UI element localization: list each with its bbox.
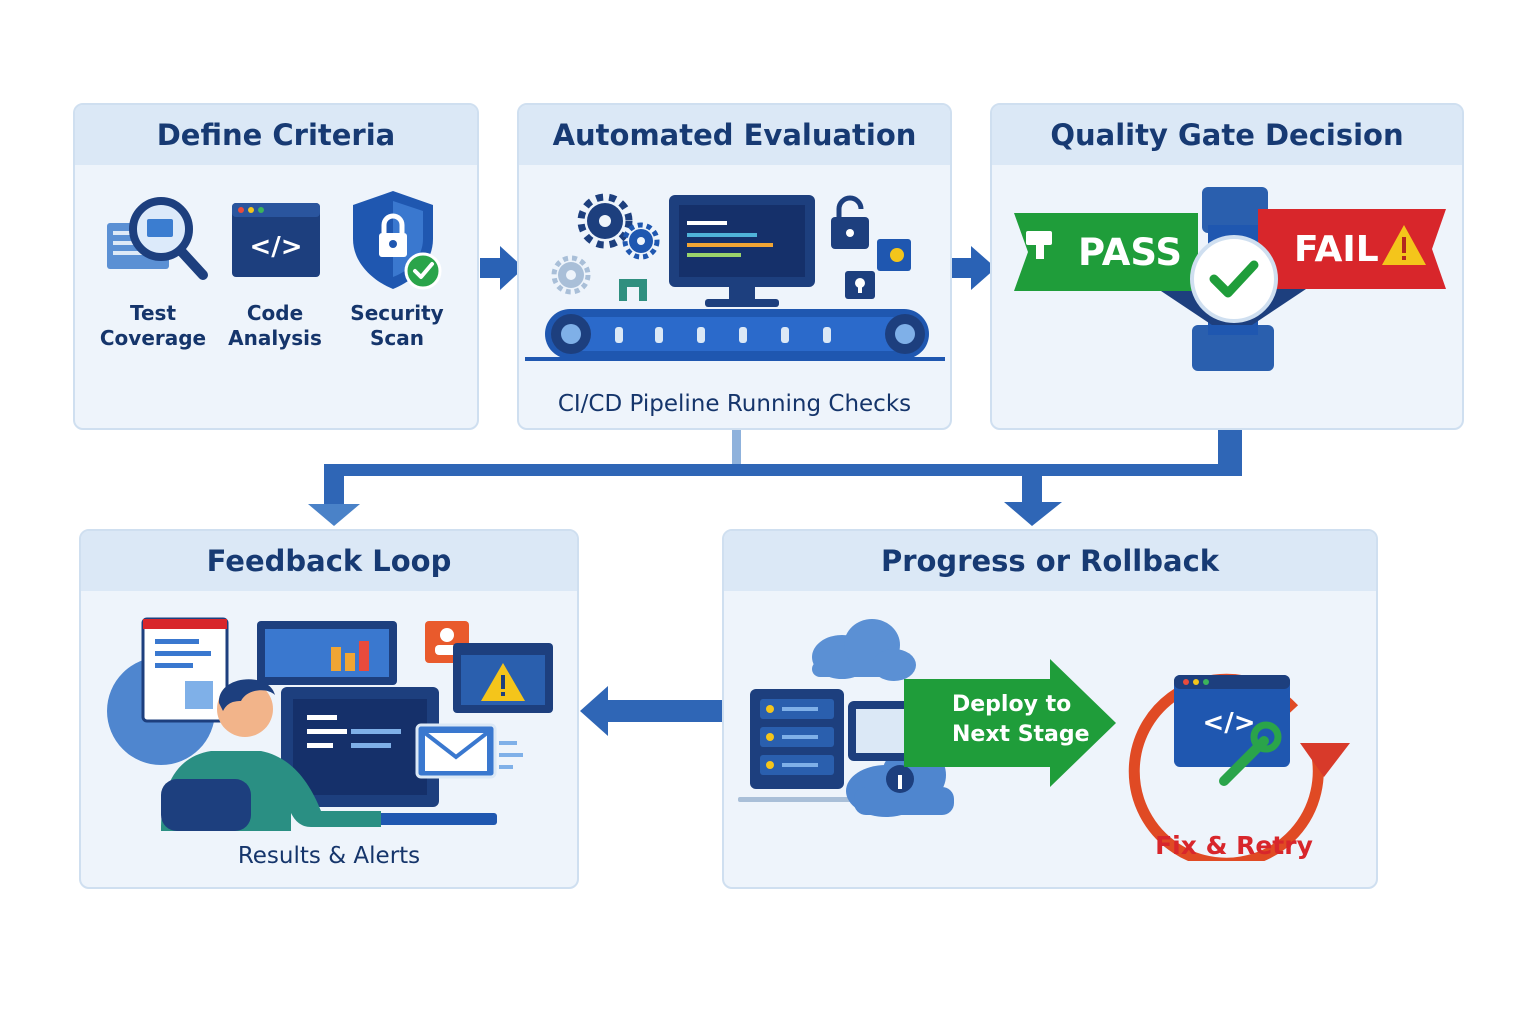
gate-illustration: PASS FAIL	[1014, 187, 1446, 371]
feedback-loop-title: Feedback Loop	[81, 531, 577, 591]
code-window-icon: </>	[232, 203, 320, 277]
connector-horizontal-bus	[324, 464, 1242, 476]
deploy-label-line1: Deploy to	[952, 692, 1071, 717]
connector-drop-progress	[1022, 476, 1042, 506]
deploy-arrow: Deploy to Next Stage	[904, 659, 1116, 787]
test-coverage-label: Test Coverage	[99, 301, 207, 350]
define-criteria-title: Define Criteria	[75, 105, 477, 165]
pass-banner: PASS	[1014, 213, 1198, 291]
server-rack-icon	[738, 689, 858, 802]
warning-window-icon	[453, 643, 553, 713]
email-icon	[415, 723, 523, 779]
fail-banner: FAIL	[1258, 209, 1446, 289]
package-icon	[877, 239, 911, 271]
progress-rollback-title: Progress or Rollback	[724, 531, 1376, 591]
feedback-caption: Results & Alerts	[237, 843, 421, 869]
cloud-icon	[812, 619, 916, 681]
lock-badge-icon	[845, 271, 875, 299]
automated-evaluation-panel: Automated Evaluation	[517, 103, 952, 430]
shield-lock-icon	[353, 191, 442, 290]
pass-label: PASS	[1078, 231, 1182, 274]
arrow-define-to-evaluation	[480, 246, 524, 290]
quality-gate-panel: Quality Gate Decision PASS FAIL	[990, 103, 1464, 430]
deploy-label-line2: Next Stage	[952, 722, 1090, 747]
arrow-down-to-feedback	[308, 504, 360, 526]
progress-rollback-panel: Progress or Rollback	[722, 529, 1378, 889]
feedback-loop-panel: Feedback Loop	[79, 529, 579, 889]
report-window-icon	[141, 617, 229, 723]
magnifier-document-icon	[107, 197, 208, 280]
padlock-icon	[831, 195, 869, 249]
developer-person-icon	[161, 679, 381, 831]
arrow-progress-to-feedback	[580, 686, 724, 736]
define-criteria-panel: Define Criteria Test Coverage </> Code A…	[73, 103, 479, 430]
connector-evaluation-down	[732, 430, 741, 468]
feedback-illustration	[107, 617, 553, 831]
check-badge-icon	[1190, 235, 1278, 323]
pipeline-caption: CI/CD Pipeline Running Checks	[557, 391, 912, 417]
arrow-evaluation-to-gate	[951, 246, 996, 290]
automated-evaluation-title: Automated Evaluation	[519, 105, 950, 165]
gray-gear-icon	[551, 255, 591, 295]
svg-text:</>: </>	[249, 232, 302, 262]
code-analysis-label: Code Analysis	[228, 301, 322, 350]
fail-label: FAIL	[1294, 229, 1379, 270]
connector-drop-feedback	[324, 464, 344, 508]
code-wrench-icon: </>	[1174, 675, 1290, 786]
bar-chart-monitor-icon	[257, 621, 397, 685]
conveyor-belt	[525, 309, 945, 361]
gear-icon	[577, 193, 633, 249]
arrow-down-to-progress	[1004, 502, 1062, 526]
quality-gate-title: Quality Gate Decision	[992, 105, 1462, 165]
pipeline-illustration	[525, 193, 945, 361]
svg-text:</>: </>	[1202, 708, 1255, 738]
monitor-icon	[669, 195, 815, 307]
code-monitor-icon	[281, 687, 439, 807]
progress-illustration: Deploy to Next Stage </>	[738, 619, 1350, 861]
fix-retry-label: Fix & Retry	[1155, 831, 1313, 860]
security-scan-label: Security Scan	[350, 301, 444, 350]
small-gear-icon	[622, 222, 660, 260]
